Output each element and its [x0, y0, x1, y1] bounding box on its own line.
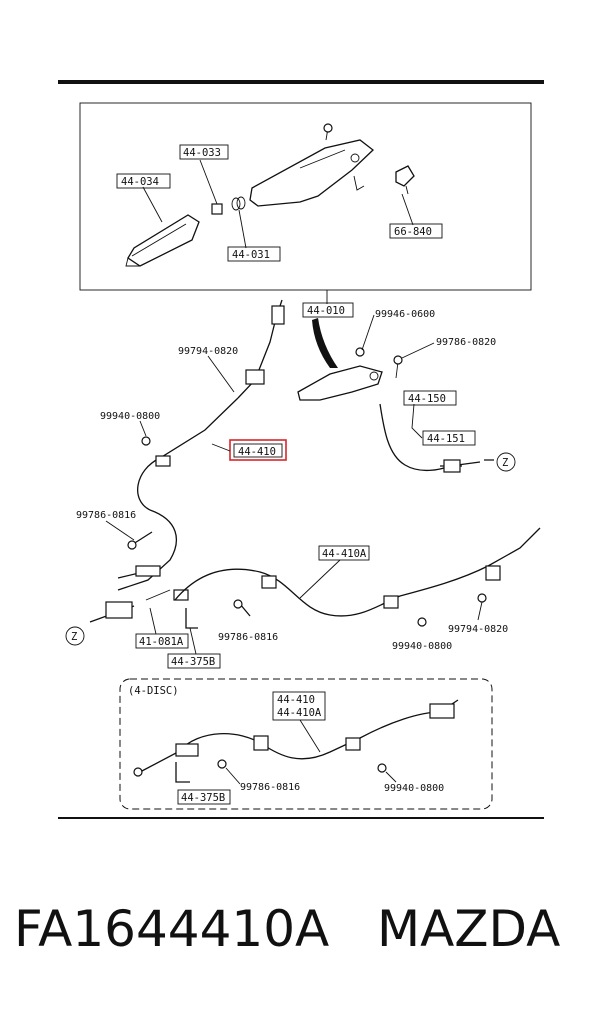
- bolt-head-c: [477, 593, 487, 603]
- svg-text:41-081A: 41-081A: [139, 636, 184, 648]
- z-label-left: Z: [71, 631, 77, 643]
- part-label-44-410-disc: 44-410 44-410A: [272, 691, 326, 721]
- leader-44-151: [411, 403, 423, 439]
- rear-cable-left-illustration: [117, 299, 285, 591]
- disc-cable-illustration: [139, 699, 459, 773]
- leader-99786-0816-c: [225, 767, 241, 785]
- part-label-99946-0600: 99946-0600: [375, 309, 435, 320]
- nut-b: [417, 617, 427, 627]
- disc-end: [429, 703, 455, 719]
- part-label-44-410A: 44-410A: [318, 545, 370, 561]
- leaders-upper: [142, 159, 414, 249]
- part-label-44-410-highlighted: 44-410: [229, 439, 287, 461]
- part-label-44-375B-a: 44-375B: [167, 653, 221, 669]
- leader-44-410: [211, 443, 231, 452]
- part-label-99786-0816-a: 99786-0816: [76, 510, 136, 521]
- leader-99794-a: [207, 355, 235, 393]
- cable-fitting: [443, 459, 461, 473]
- disc-bracket: [175, 762, 190, 783]
- svg-text:66-840: 66-840: [394, 226, 432, 238]
- clip-right-1: [261, 575, 277, 589]
- part-label-44-150: 44-150: [403, 390, 457, 406]
- leader-41-081A: [149, 607, 157, 635]
- leader-44-410A: [299, 559, 341, 599]
- svg-text:44-410: 44-410: [238, 446, 276, 458]
- caption: FA1644410A MAZDA: [14, 900, 594, 958]
- front-cable-illustration: [379, 403, 481, 472]
- part-label-99794-0820-b: 99794-0820: [448, 624, 508, 635]
- disc-nut: [377, 763, 387, 773]
- bottom-rule: [58, 817, 544, 819]
- part-label-44-375B-b: 44-375B: [177, 789, 231, 805]
- leader-99794-b: [477, 601, 483, 621]
- svg-text:44-375B: 44-375B: [171, 656, 215, 668]
- part-number: FA1644410A: [14, 900, 330, 958]
- leader-44-375B-a: [189, 627, 197, 655]
- svg-text:44-151: 44-151: [427, 433, 465, 445]
- part-label-44-031: 44-031: [227, 246, 281, 262]
- four-disc-note: (4-DISC): [128, 685, 179, 697]
- disc-bolt-head: [217, 759, 227, 769]
- svg-text:44-034: 44-034: [121, 176, 159, 188]
- rear-cable-right-illustration: [174, 527, 541, 617]
- svg-text:44-410A: 44-410A: [277, 707, 322, 719]
- disc-clip-2: [345, 737, 361, 751]
- lever-detail-box: [79, 102, 532, 291]
- svg-text:44-375B: 44-375B: [181, 792, 225, 804]
- lever-body-illustration: [249, 123, 374, 207]
- part-label-99786-0820: 99786-0820: [436, 337, 496, 348]
- svg-text:44-150: 44-150: [408, 393, 446, 405]
- left-wheel-parts-illustration: [89, 565, 189, 623]
- part-label-99786-0816-b: 99786-0816: [218, 632, 278, 643]
- part-label-99940-0800-a: 99940-0800: [100, 411, 160, 422]
- leader-99940-c: [385, 771, 397, 783]
- bolt-head-b: [233, 599, 243, 609]
- leader-99786-0820: [401, 342, 435, 359]
- svg-text:44-410A: 44-410A: [322, 548, 367, 560]
- clip-right-2: [383, 595, 399, 609]
- bolt-head-a: [127, 540, 137, 550]
- disc-end-left: [133, 767, 143, 777]
- svg-text:44-031: 44-031: [232, 249, 270, 261]
- cap-illustration: [211, 203, 223, 215]
- z-marker-left: [65, 626, 85, 646]
- part-label-44-010: 44-010: [302, 302, 354, 318]
- part-label-99786-0816-c: 99786-0816: [240, 782, 300, 793]
- part-label-99940-0800-c: 99940-0800: [384, 783, 444, 794]
- svg-text:44-010: 44-010: [307, 305, 345, 317]
- part-label-66-840: 66-840: [389, 223, 443, 239]
- svg-text:44-033: 44-033: [183, 147, 221, 159]
- disc-clip-1: [253, 735, 269, 751]
- top-rule: [58, 80, 544, 84]
- brand-name: MAZDA: [376, 900, 561, 958]
- part-label-44-033: 44-033: [179, 144, 229, 160]
- clip-right-3: [485, 565, 501, 581]
- disc-fitting-1: [175, 743, 199, 757]
- z-label-right: Z: [502, 457, 508, 469]
- spring-illustration: [231, 196, 246, 211]
- pointer-arrow: [312, 318, 338, 368]
- parking-brake-diagram: 44-033 44-034 44-031 66-840 44-010 99946…: [58, 80, 544, 819]
- leader-99940-a: [139, 420, 147, 437]
- part-label-99794-0820-a: 99794-0820: [178, 346, 238, 357]
- highlight-box: [229, 439, 287, 461]
- z-marker-right: [496, 452, 516, 472]
- nut-a: [141, 436, 151, 446]
- svg-text:44-410: 44-410: [277, 694, 315, 706]
- leader-99786-0816-a: [105, 520, 135, 541]
- four-disc-box: [119, 678, 493, 810]
- lever-grip-illustration: [125, 214, 200, 267]
- lever-assembly-illustration: [297, 347, 403, 401]
- part-label-44-034: 44-034: [116, 173, 171, 189]
- leader-99946: [361, 314, 375, 351]
- leader-44-410-disc: [299, 719, 321, 753]
- part-label-44-151: 44-151: [422, 430, 476, 446]
- bracket-44-375b: [185, 608, 198, 629]
- part-label-99940-0800-b: 99940-0800: [392, 641, 452, 652]
- part-label-41-081A: 41-081A: [135, 633, 189, 649]
- switch-illustration: [395, 165, 415, 195]
